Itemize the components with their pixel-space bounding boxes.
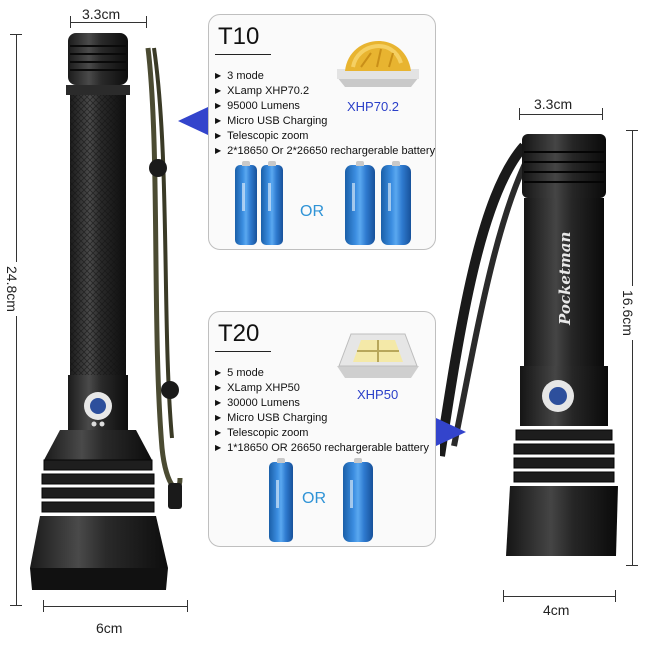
battery-26650-icon (343, 458, 373, 542)
t10-title: T10 (218, 23, 260, 50)
t20-flashlight-image (440, 134, 618, 556)
right-length-tick-top (626, 130, 638, 131)
feature-item: 30000 Lumens (215, 395, 429, 410)
left-length-dimension-line (16, 34, 17, 606)
t10-flashlight-image (30, 33, 183, 590)
t20-chip-label: XHP50 (357, 387, 399, 402)
right-top-dimension-tick-left (519, 108, 520, 120)
feature-item: Telescopic zoom (215, 128, 435, 143)
left-top-dimension-tick-left (70, 16, 71, 28)
left-bottom-dimension-tick-left (43, 600, 44, 612)
t20-feature-list: 5 mode XLamp XHP50 30000 Lumens Micro US… (215, 365, 429, 455)
feature-item: Micro USB Charging (215, 113, 435, 128)
right-bottom-dimension-tick-left (503, 590, 504, 602)
t20-title: T20 (218, 320, 260, 347)
t10-chip-label: XHP70.2 (347, 99, 400, 114)
left-top-dimension-tick-right (146, 16, 147, 28)
battery-18650-icon (261, 161, 283, 245)
t20-pointer-arrow (436, 418, 466, 446)
left-bottom-width-label: 6cm (96, 620, 123, 636)
pocketman-brand-text: Pocketman (556, 231, 574, 325)
t10-feature-list: 3 mode XLamp XHP70.2 95000 Lumens Micro … (215, 68, 435, 158)
feature-item: 5 mode (215, 365, 429, 380)
xhp70-chip-icon (337, 40, 419, 87)
feature-item: 95000 Lumens (215, 98, 435, 113)
right-length-label: 16.6cm (620, 286, 636, 340)
left-top-dimension-line (70, 22, 146, 23)
right-bottom-width-label: 4cm (543, 602, 570, 618)
right-top-dimension-line (519, 114, 602, 115)
xhp50-chip-icon (337, 333, 419, 378)
feature-item: Telescopic zoom (215, 425, 429, 440)
t10-title-underline (215, 54, 271, 55)
right-length-dimension-line (632, 130, 633, 565)
battery-18650-icon (235, 161, 257, 245)
feature-item: XLamp XHP50 (215, 380, 429, 395)
left-top-width-label: 3.3cm (82, 6, 121, 22)
right-top-dimension-tick-right (602, 108, 603, 120)
feature-item: 2*18650 Or 2*26650 rechargerable battery (215, 143, 435, 158)
left-length-tick-top (10, 34, 22, 35)
feature-item: XLamp XHP70.2 (215, 83, 435, 98)
left-bottom-dimension-tick-right (187, 600, 188, 612)
left-length-tick-bottom (10, 605, 22, 606)
right-top-width-label: 3.3cm (534, 96, 573, 112)
t10-or-label: OR (300, 203, 324, 220)
feature-item: 1*18650 OR 26650 rechargerable battery (215, 440, 429, 455)
t10-spec-panel: T10 3 mode XLamp XHP70.2 95000 Lumens Mi… (208, 14, 436, 250)
t20-title-underline (215, 351, 271, 352)
left-length-label: 24.8cm (4, 262, 20, 316)
t20-or-label: OR (302, 490, 326, 507)
right-bottom-dimension-tick-right (615, 590, 616, 602)
left-bottom-dimension-line (43, 606, 188, 607)
battery-26650-icon (345, 161, 375, 245)
t10-pointer-arrow (178, 107, 208, 135)
right-bottom-dimension-line (503, 596, 615, 597)
t20-spec-panel: T20 5 mode XLamp XHP50 30000 Lumens Micr… (208, 311, 436, 547)
battery-18650-icon (269, 458, 293, 542)
right-length-tick-bottom (626, 565, 638, 566)
feature-item: 3 mode (215, 68, 435, 83)
battery-26650-icon (381, 161, 411, 245)
feature-item: Micro USB Charging (215, 410, 429, 425)
